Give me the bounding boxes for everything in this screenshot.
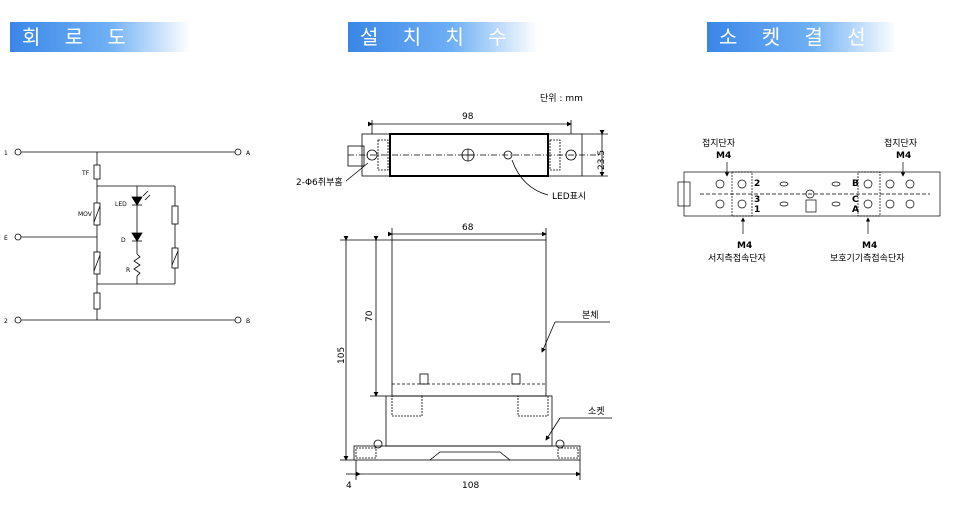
terminal-a-label: A: [246, 150, 251, 157]
socket-labels: 접지단자 M4 접지단자 M4 M4 서지측접속단자 M4 보호기기측접속단자 …: [702, 137, 918, 264]
terminal-b-label: B: [246, 318, 250, 325]
pin-a-label: A: [852, 205, 859, 215]
base-offset-label: 4: [346, 481, 352, 491]
terminal-1-label: 1: [4, 150, 8, 157]
body-width-label: 68: [462, 223, 474, 233]
led-label: LED: [115, 201, 127, 208]
unit-label: 단위 : mm: [540, 93, 583, 104]
body-label: 본체: [582, 310, 599, 321]
pin-b-label: B: [852, 179, 859, 189]
pin-1-label: 1: [754, 205, 760, 215]
total-height-label: 105: [337, 347, 347, 364]
circuit-labels: 1 E 2 A B TF MOV LED D R: [4, 150, 251, 325]
top-height-label: 23.5: [597, 150, 607, 170]
r-label: R: [126, 267, 130, 274]
dimension-labels: 단위 : mm 98 23.5 2-Φ6취부홈 LED표시 68 70 105 …: [296, 93, 607, 491]
installation-dimensions-header: 설 치 치 수: [348, 22, 538, 52]
right-size-label: M4: [862, 241, 877, 251]
circuit-diagram-header: 회 로 도: [10, 22, 190, 52]
right-terminal-label: 보호기기측접속단자: [830, 252, 905, 264]
circuit-diagram: [14, 148, 242, 324]
dimension-drawing: [340, 120, 612, 480]
left-terminal-label: 서지측접속단자: [708, 252, 767, 264]
socket-drawing: [677, 162, 941, 234]
tf-label: TF: [81, 170, 90, 177]
terminal-e-label: E: [4, 235, 8, 242]
ground-right-label: 접지단자: [884, 137, 918, 149]
ground-right-size: M4: [896, 151, 911, 161]
pin-2-label: 2: [754, 179, 760, 189]
socket-label: 소켓: [588, 406, 605, 417]
left-size-label: M4: [737, 241, 752, 251]
pin-3-label: 3: [754, 195, 760, 205]
ground-left-size: M4: [716, 151, 731, 161]
socket-wiring-header: 소 켓 결 선: [707, 22, 897, 52]
base-width-label: 108: [462, 481, 479, 491]
top-width-label: 98: [462, 112, 474, 122]
led-display-label: LED표시: [552, 191, 586, 202]
mount-hole-label: 2-Φ6취부홈: [296, 176, 343, 188]
body-height-label: 70: [365, 310, 375, 322]
pin-c-label: C: [852, 195, 859, 205]
mov-label: MOV: [78, 211, 93, 218]
terminal-2-label: 2: [4, 318, 8, 325]
ground-left-label: 접지단자: [702, 137, 736, 149]
d-label: D: [121, 237, 126, 244]
